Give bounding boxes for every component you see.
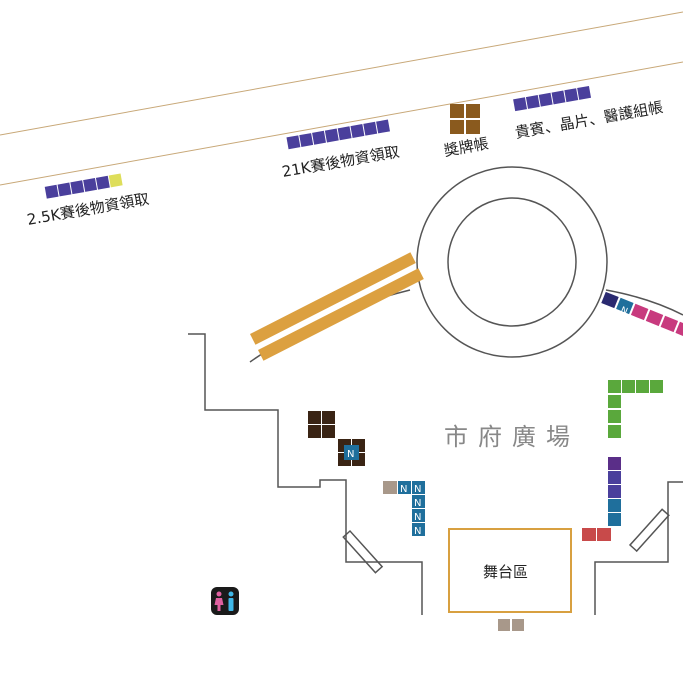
tents-red xyxy=(582,528,611,541)
tents-2-5k xyxy=(44,173,123,199)
roundabout xyxy=(416,166,608,358)
plaza-title: 市府廣場 xyxy=(444,423,580,451)
label-21k-collection: 21K賽後物資領取 xyxy=(281,143,401,181)
marker-n-5: N xyxy=(414,526,421,537)
walls xyxy=(188,333,683,615)
tents-purple-column xyxy=(608,457,621,526)
marker-n-brown: N xyxy=(347,449,354,460)
entrance-bars xyxy=(342,508,670,574)
label-2-5k-collection: 2.5K賽後物資領取 xyxy=(26,190,151,229)
road-edge-lower xyxy=(0,61,683,186)
orange-barriers xyxy=(250,252,424,361)
n-markers: N N N N N xyxy=(400,484,421,537)
tents-green xyxy=(608,380,663,438)
marker-n-right-arc: N xyxy=(619,306,629,318)
label-medal-tent: 獎牌帳 xyxy=(443,134,490,160)
road xyxy=(0,11,683,186)
marker-n-1: N xyxy=(400,484,407,495)
marker-n-2: N xyxy=(414,484,421,495)
road-edge-upper xyxy=(0,11,683,136)
tents-vip xyxy=(513,85,592,112)
curve-right xyxy=(605,289,683,316)
restroom-icon xyxy=(211,587,239,615)
tents-taupe xyxy=(498,619,524,631)
tents-21k xyxy=(286,119,390,150)
tents-right-arc xyxy=(601,291,683,339)
marker-n-box-brown xyxy=(344,445,359,460)
marker-n-3: N xyxy=(414,498,421,509)
tents-n-column xyxy=(383,481,425,536)
stage-label: 舞台區 xyxy=(483,563,528,581)
marker-n-4: N xyxy=(414,512,421,523)
stage-area xyxy=(448,528,572,613)
tent-medal xyxy=(450,104,480,134)
